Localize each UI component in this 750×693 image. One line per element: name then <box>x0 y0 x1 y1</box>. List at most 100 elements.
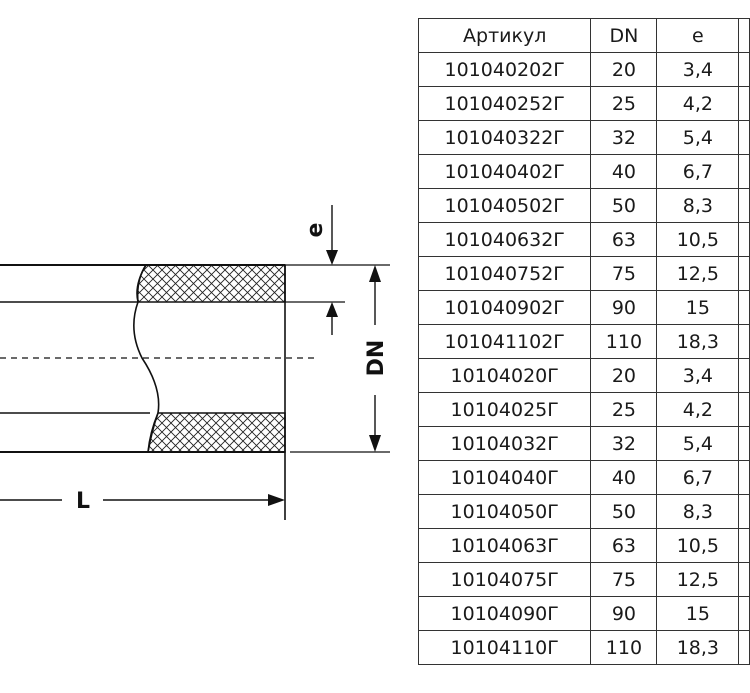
cut-cell <box>738 52 750 87</box>
dn-cell: 32 <box>590 120 658 155</box>
cut-cell <box>738 188 750 223</box>
article-cell: 101041102Г <box>417 324 592 359</box>
cut-cell <box>738 222 750 257</box>
article-cell: 10104032Г <box>417 426 592 461</box>
e-cell: 18,3 <box>656 630 740 665</box>
article-cell: 101040632Г <box>417 222 592 257</box>
dn-cell: 110 <box>590 324 658 359</box>
article-cell: 10104110Г <box>417 630 592 665</box>
e-cell: 8,3 <box>656 188 740 223</box>
e-cell: 10,5 <box>656 528 740 563</box>
cut-cell <box>738 460 750 495</box>
e-cell: 3,4 <box>656 52 740 87</box>
cut-cell <box>738 562 750 597</box>
e-cell: 10,5 <box>656 222 740 257</box>
dn-cell: 75 <box>590 256 658 291</box>
cut-cell <box>738 86 750 121</box>
e-cell: 3,4 <box>656 358 740 393</box>
article-cell: 101040202Г <box>417 52 592 87</box>
header-dn: DN <box>590 18 658 53</box>
article-cell: 10104025Г <box>417 392 592 427</box>
e-cell: 5,4 <box>656 426 740 461</box>
article-cell: 101040902Г <box>417 290 592 325</box>
dn-cell: 25 <box>590 392 658 427</box>
e-cell: 15 <box>656 596 740 631</box>
dn-cell: 40 <box>590 154 658 189</box>
l-dimension-label: L <box>76 489 90 514</box>
article-cell: 101040252Г <box>417 86 592 121</box>
dn-cell: 90 <box>590 596 658 631</box>
e-cell: 8,3 <box>656 494 740 529</box>
dn-arrow-down <box>369 435 381 452</box>
e-cell: 12,5 <box>656 562 740 597</box>
dn-cell: 20 <box>590 358 658 393</box>
cut-cell <box>738 256 750 291</box>
e-cell: 18,3 <box>656 324 740 359</box>
cut-cell <box>738 528 750 563</box>
e-arrow-up <box>326 302 338 317</box>
e-cell: 12,5 <box>656 256 740 291</box>
dn-cell: 50 <box>590 494 658 529</box>
cut-cell <box>738 154 750 189</box>
e-cell: 6,7 <box>656 154 740 189</box>
dn-cell: 90 <box>590 290 658 325</box>
pipe-wall-bottom-section <box>147 412 286 453</box>
dn-cell: 63 <box>590 222 658 257</box>
header-e: e <box>656 18 740 53</box>
e-dimension-label: e <box>303 223 328 238</box>
header-cut-column <box>738 18 750 53</box>
cut-cell <box>738 290 750 325</box>
dn-arrow-up <box>369 265 381 282</box>
dn-cell: 40 <box>590 460 658 495</box>
article-cell: 10104063Г <box>417 528 592 563</box>
cut-cell <box>738 426 750 461</box>
cut-cell <box>738 324 750 359</box>
article-cell: 10104040Г <box>417 460 592 495</box>
cut-cell <box>738 494 750 529</box>
pipe-break-line <box>133 264 160 453</box>
e-cell: 4,2 <box>656 392 740 427</box>
l-arrow-right <box>268 494 285 506</box>
article-cell: 101040322Г <box>417 120 592 155</box>
dn-cell: 20 <box>590 52 658 87</box>
e-cell: 15 <box>656 290 740 325</box>
dn-cell: 110 <box>590 630 658 665</box>
article-cell: 10104090Г <box>417 596 592 631</box>
article-cell: 10104020Г <box>417 358 592 393</box>
dn-cell: 32 <box>590 426 658 461</box>
dn-cell: 75 <box>590 562 658 597</box>
dn-cell: 50 <box>590 188 658 223</box>
dn-cell: 63 <box>590 528 658 563</box>
cut-cell <box>738 630 750 665</box>
cut-cell <box>738 392 750 427</box>
cut-cell <box>738 596 750 631</box>
article-cell: 101040402Г <box>417 154 592 189</box>
e-cell: 6,7 <box>656 460 740 495</box>
article-cell: 10104075Г <box>417 562 592 597</box>
dn-cell: 25 <box>590 86 658 121</box>
header-article: Артикул <box>417 18 592 53</box>
article-cell: 101040752Г <box>417 256 592 291</box>
pipe-wall-top-section <box>136 264 286 303</box>
pipe-drawing: e DN L <box>0 205 390 520</box>
